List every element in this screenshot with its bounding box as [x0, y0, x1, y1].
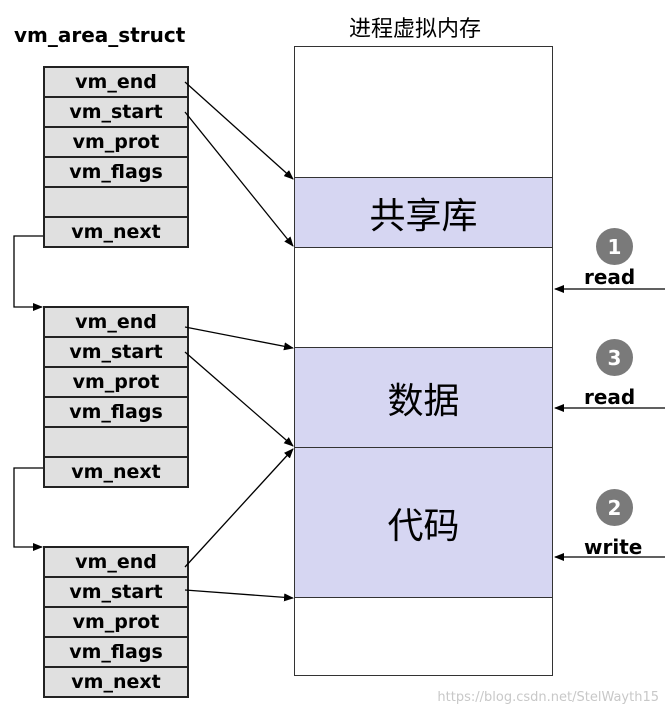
field-vm-end: vm_end — [45, 548, 187, 578]
arrow-s2-start — [184, 351, 294, 447]
arrow-s1-start — [184, 111, 294, 247]
access-badge-2: 2 — [596, 489, 633, 526]
segment-code: 代码 — [294, 447, 553, 598]
field-vm-flags: vm_flags — [45, 398, 187, 428]
segment-shared-library: 共享库 — [294, 177, 553, 248]
field-vm-end: vm_end — [45, 68, 187, 98]
field-vm-next: vm_next — [71, 221, 161, 243]
access-label-read-1: read — [584, 265, 636, 289]
vm-area-struct-1: vm_end vm_start vm_prot vm_flags vm_next — [43, 66, 189, 248]
arrow-next-2-3 — [13, 467, 43, 551]
field-vm-flags: vm_flags — [45, 638, 187, 668]
access-label-read-2: read — [584, 385, 636, 409]
field-vm-next: vm_next — [71, 671, 161, 693]
vm-area-struct-3: vm_end vm_start vm_prot vm_flags vm_next — [43, 546, 189, 698]
watermark: https://blog.csdn.net/StelWayth15 — [437, 690, 659, 705]
access-label-write: write — [584, 535, 643, 559]
process-virtual-memory-title: 进程虚拟内存 — [348, 17, 481, 42]
vm-area-struct-2: vm_end vm_start vm_prot vm_flags vm_next — [43, 306, 189, 488]
field-vm-next: vm_next — [71, 461, 161, 483]
field-empty — [45, 428, 187, 458]
access-badge-3: 3 — [596, 339, 633, 376]
field-vm-prot: vm_prot — [45, 608, 187, 638]
arrow-s3-end — [184, 448, 294, 568]
field-vm-start: vm_start — [45, 338, 187, 368]
field-vm-end: vm_end — [45, 308, 187, 338]
field-vm-start: vm_start — [45, 578, 187, 608]
access-badge-1: 1 — [596, 228, 633, 265]
field-vm-flags: vm_flags — [45, 158, 187, 188]
field-vm-prot: vm_prot — [45, 368, 187, 398]
field-empty — [45, 188, 187, 218]
vm-area-struct-title: vm_area_struct — [14, 23, 186, 47]
arrow-next-1-2 — [13, 235, 43, 311]
arrow-s1-end — [184, 81, 294, 180]
arrow-s2-end — [184, 326, 294, 351]
arrow-s3-start — [184, 589, 294, 602]
field-vm-start: vm_start — [45, 98, 187, 128]
field-vm-prot: vm_prot — [45, 128, 187, 158]
